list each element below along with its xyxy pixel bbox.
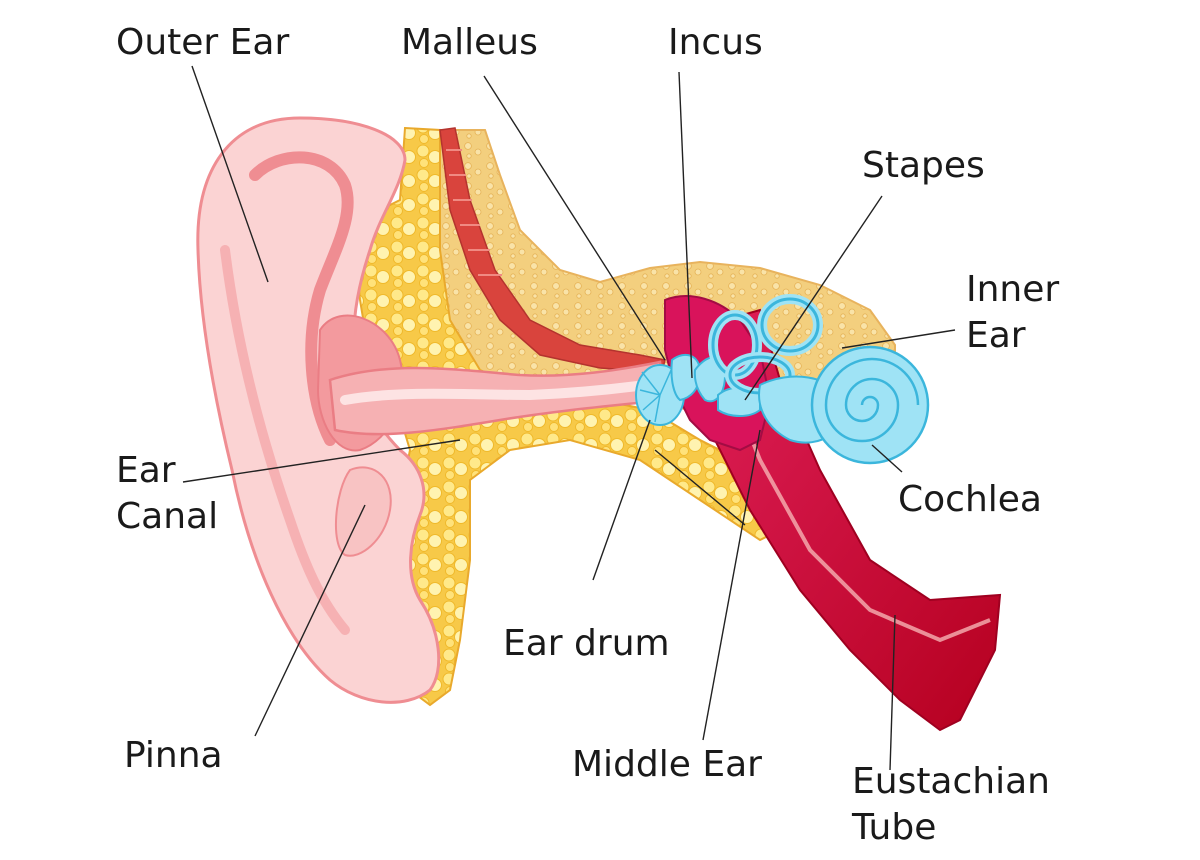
label-cochlea: Cochlea — [898, 479, 1042, 520]
leader-ear-drum — [592, 419, 651, 581]
label-malleus: Malleus — [401, 22, 538, 63]
leader-eustachian-tube — [889, 614, 896, 771]
label-inner-ear: Inner Ear — [966, 269, 1060, 356]
label-outer-ear: Outer Ear — [116, 22, 290, 63]
leader-pinna — [254, 504, 366, 737]
label-middle-ear: Middle Ear — [572, 744, 762, 785]
ear-canal-lumen — [340, 378, 665, 405]
label-eustachian-tube: Eustachian Tube — [852, 761, 1050, 848]
leader-inner-ear — [841, 329, 956, 349]
label-incus: Incus — [668, 22, 763, 63]
ear-drum-rays — [639, 367, 673, 423]
leader-lines — [182, 65, 956, 771]
antihelix-fold — [220, 245, 350, 635]
label-ear-drum: Ear drum — [503, 623, 670, 664]
tragus — [334, 466, 392, 557]
leader-cochlea — [871, 444, 903, 473]
label-stapes: Stapes — [862, 145, 985, 186]
leader-outer-ear — [191, 65, 269, 283]
leader-ear-drum-extra — [654, 449, 746, 526]
leader-malleus — [483, 75, 666, 361]
leader-stapes — [744, 195, 883, 401]
leader-ear-canal — [182, 439, 461, 483]
label-pinna: Pinna — [124, 735, 223, 776]
leader-middle-ear — [702, 429, 761, 741]
muscle-striations — [446, 149, 502, 276]
label-ear-canal: Ear Canal — [116, 450, 219, 537]
helix-fold — [249, 151, 354, 446]
cochlea-shape — [810, 345, 930, 465]
leader-incus — [678, 71, 693, 379]
